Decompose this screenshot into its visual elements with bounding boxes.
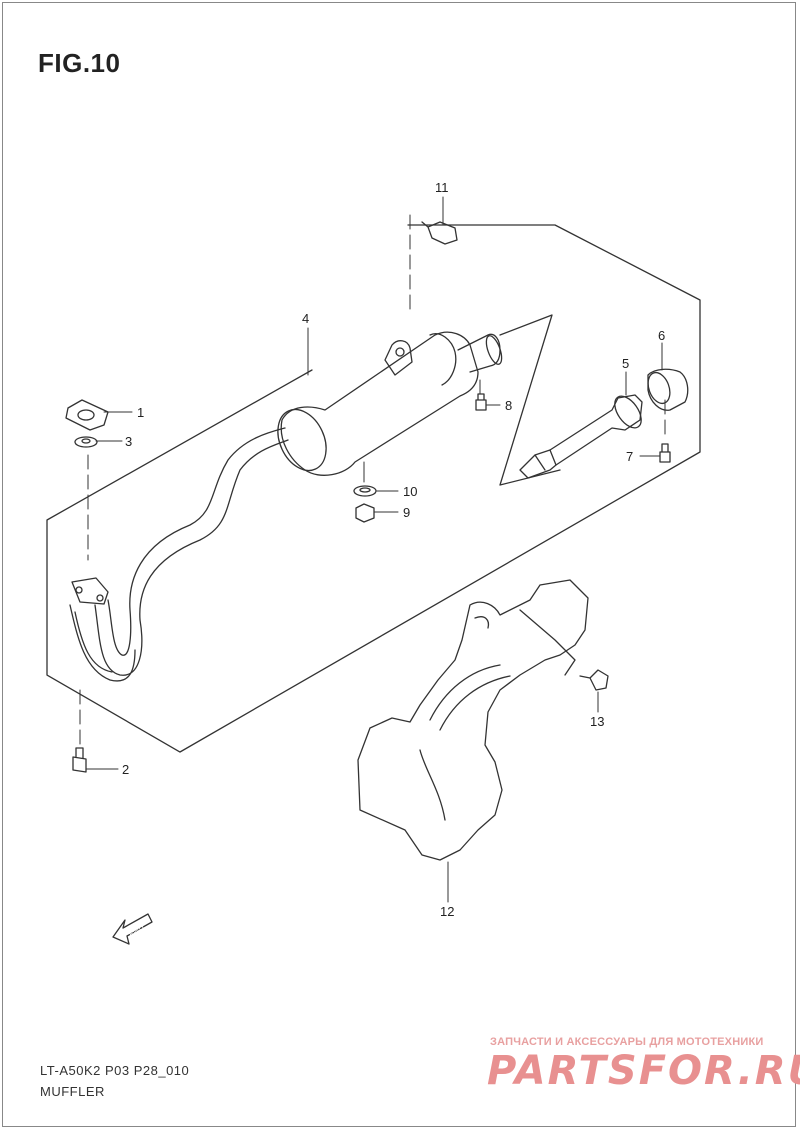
callout-13: 13 [590,714,604,729]
callout-2: 2 [122,762,129,777]
exhaust-pipe [94,427,289,676]
gasket [65,399,109,431]
callout-7: 7 [626,449,633,464]
heat-shield [357,579,589,861]
bolt-11 [421,221,458,245]
fwd-arrow [112,913,153,945]
callout-8: 8 [505,398,512,413]
figure-title: FIG.10 [38,48,121,78]
watermark-subtitle: ЗАПЧАСТИ И АКСЕССУАРЫ ДЛЯ МОТОТЕХНИКИ [490,1036,764,1048]
callout-5: 5 [622,356,629,371]
bolt-13 [579,669,609,691]
callout-10: 10 [403,484,417,499]
callout-1: 1 [137,405,144,420]
washer-10 [353,485,377,497]
callout-6: 6 [658,328,665,343]
leader-lines [85,196,663,903]
assembly-outline [46,224,701,753]
model-code: LT-A50K2 P03 P28_010 [40,1063,190,1078]
figure-name: MUFFLER [40,1084,105,1099]
bolt-8 [475,393,487,411]
callout-9: 9 [403,505,410,520]
end-cap [647,368,689,411]
nut-9 [355,503,375,523]
bolt-2 [72,747,87,773]
tail-pipe [519,394,643,479]
mounting-bracket [384,340,413,376]
pipe-flange [71,577,109,605]
callout-4: 4 [302,311,309,326]
muffler-body [280,331,479,476]
assembly-lines [79,214,666,746]
fwd-label: FWD [128,924,145,938]
callout-3: 3 [125,434,132,449]
callout-11: 11 [435,180,449,195]
bolt-7 [659,443,671,463]
watermark-logo: PARTSFOR.RU [487,1048,800,1094]
callout-12: 12 [440,904,454,919]
seal-ring [74,436,98,448]
